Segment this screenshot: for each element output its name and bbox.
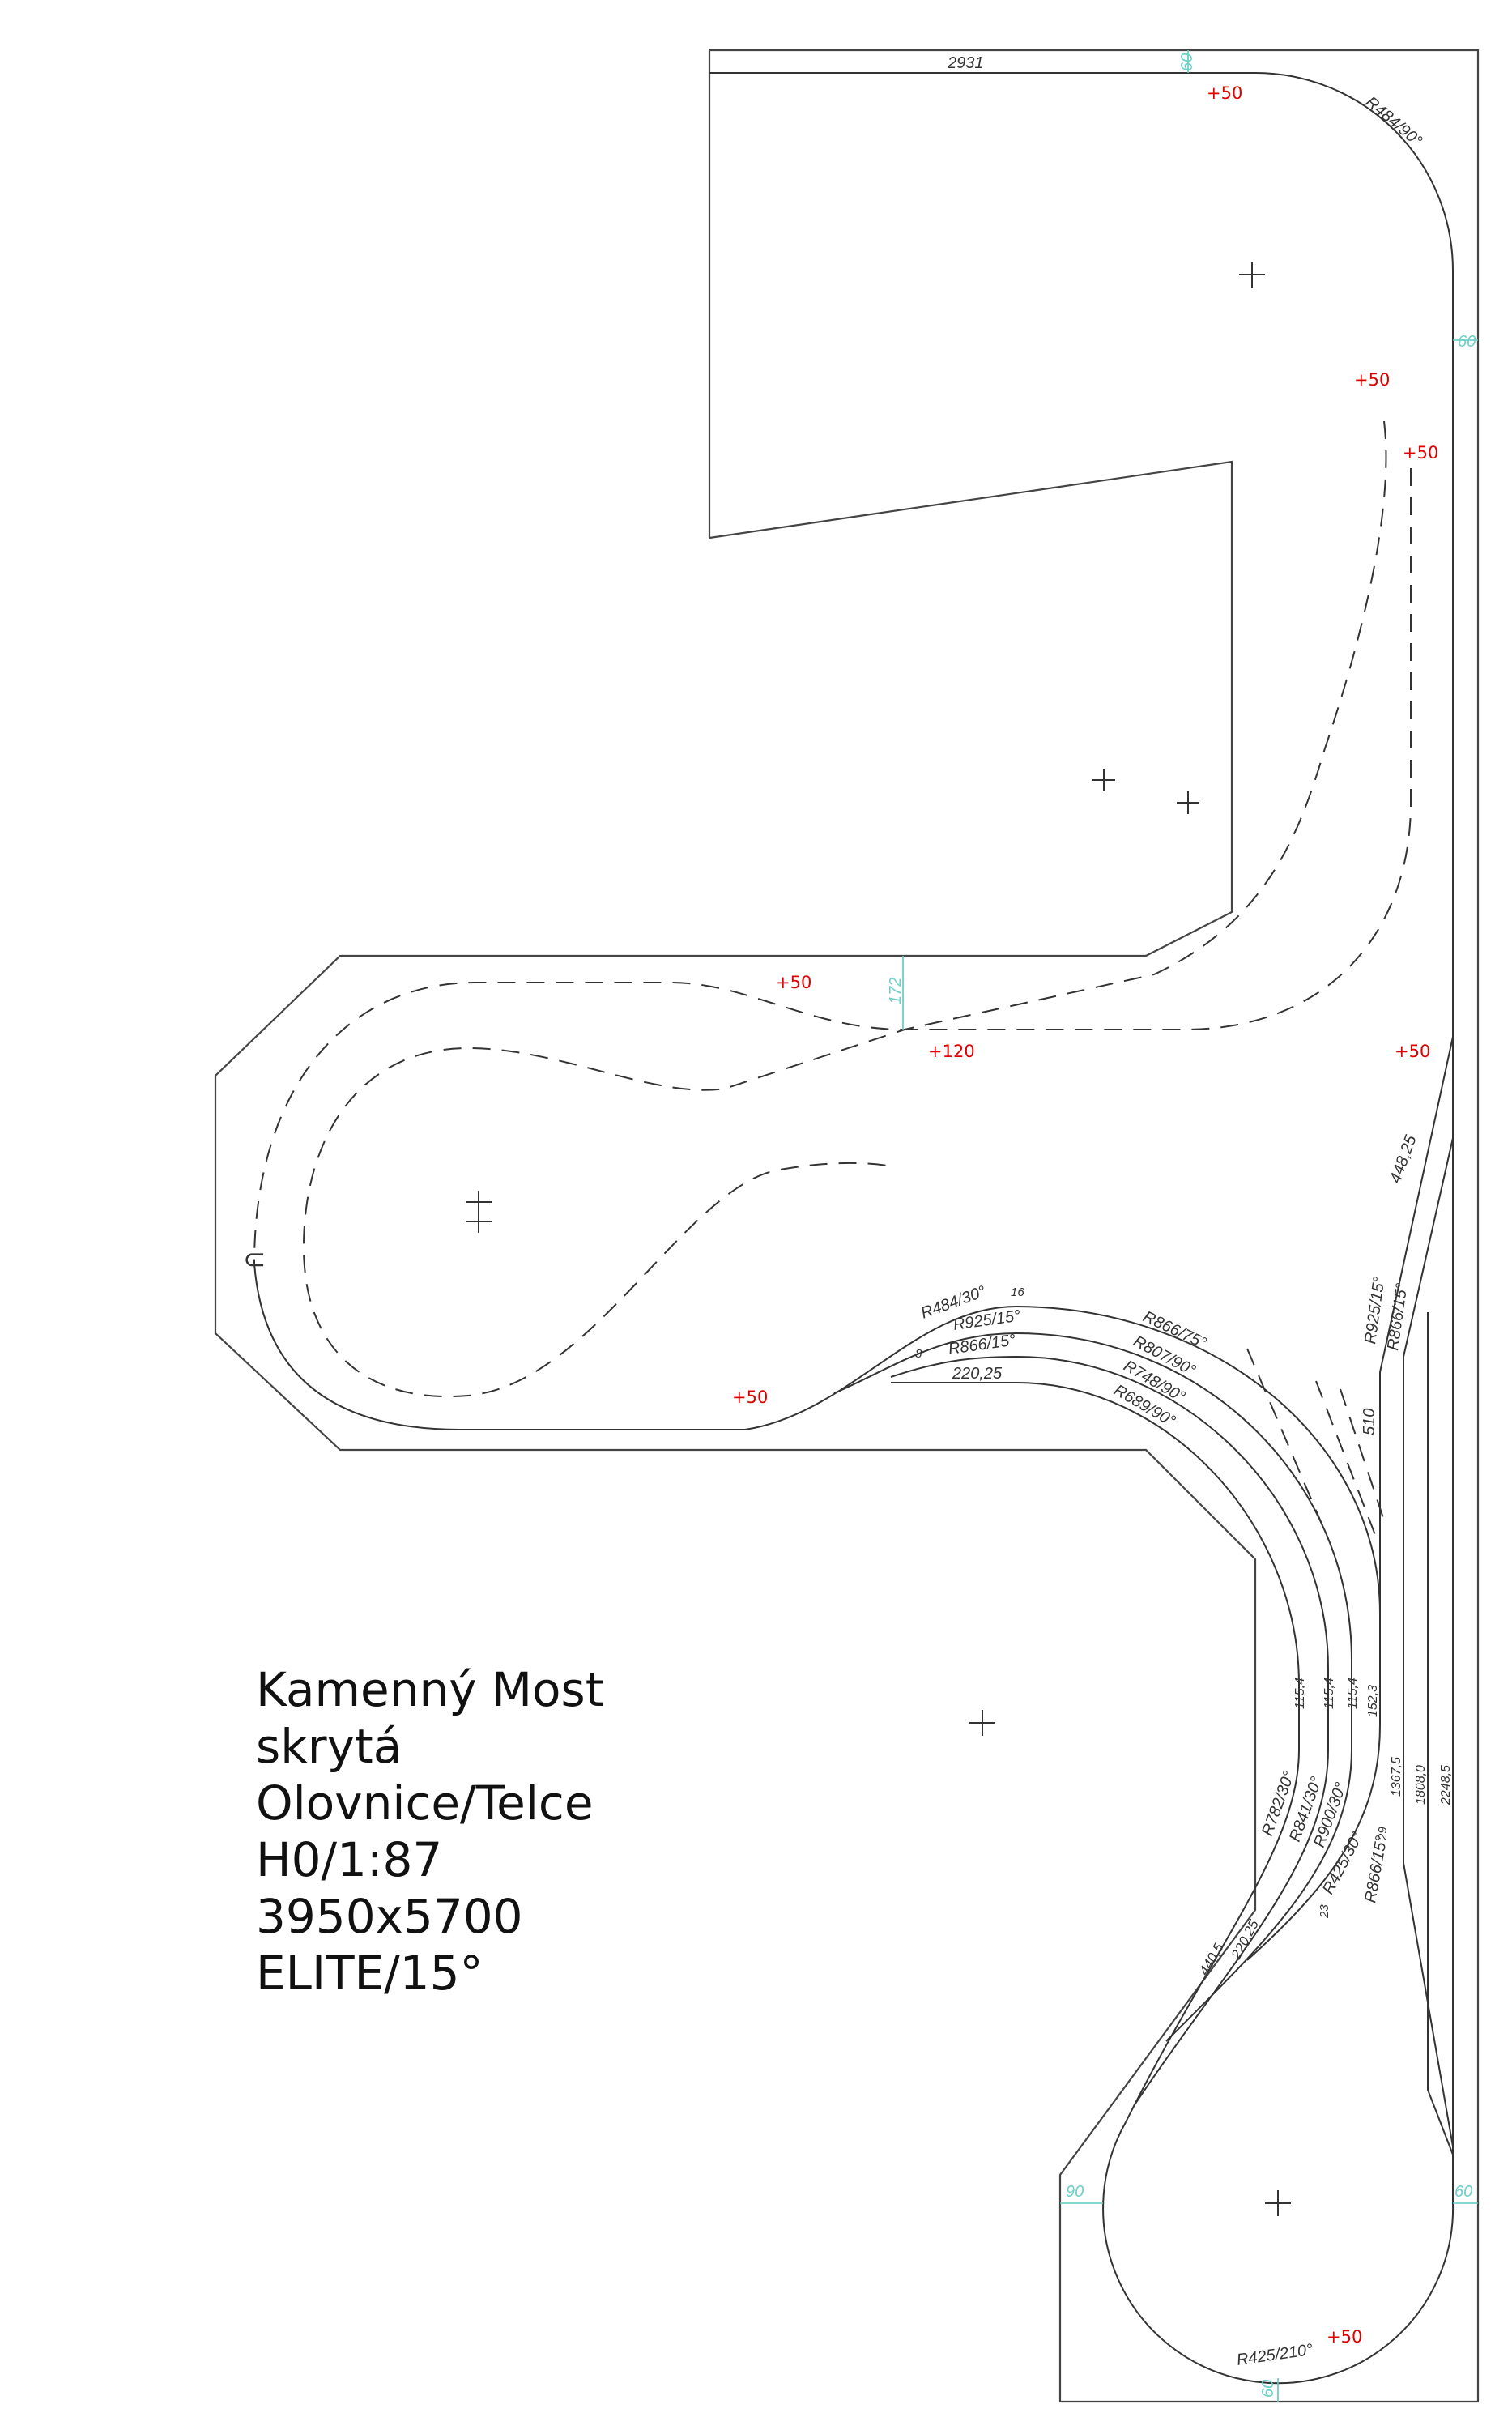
dimension-lines: 60 60 172 90 60 60 xyxy=(887,50,1478,2402)
track-label: 152,3 xyxy=(1366,1685,1380,1717)
track-label: R866/15° xyxy=(948,1332,1017,1358)
title-line: 3950x5700 xyxy=(256,1889,523,1944)
cross-icon xyxy=(1092,769,1115,791)
title-line: skrytá xyxy=(256,1719,402,1774)
elevation-label: +50 xyxy=(776,973,811,992)
dimension-label: 60 xyxy=(1259,2380,1277,2398)
board-outline xyxy=(214,49,1480,2403)
title-block: Kamenný Most skrytá Olovnice/Telce H0/1:… xyxy=(256,1662,604,2001)
elevation-label: +50 xyxy=(1354,370,1390,390)
track-label: R484/90° xyxy=(1362,93,1425,151)
track-label: 440,5 xyxy=(1196,1940,1227,1978)
elevation-label: +50 xyxy=(1327,2327,1362,2347)
dimension-label: 60 xyxy=(1178,53,1196,71)
tracks: ⊂ xyxy=(243,72,1455,2385)
title-line: ELITE/15° xyxy=(256,1946,483,2001)
track-label: 2931 xyxy=(947,54,984,72)
elevation-label: +50 xyxy=(1207,83,1242,103)
dimension-label: 172 xyxy=(887,978,905,1004)
title-line: Olovnice/Telce xyxy=(256,1776,594,1831)
track-label: 1367,5 xyxy=(1390,1757,1403,1797)
dimension-label: 60 xyxy=(1455,2183,1472,2201)
track-label: R925/15° xyxy=(1361,1276,1388,1345)
track-label: 115,4 xyxy=(1346,1678,1360,1709)
cross-icon xyxy=(1177,791,1199,814)
cross-icon xyxy=(466,1191,492,1233)
track-label: 23 xyxy=(1318,1904,1331,1919)
elevation-label: +50 xyxy=(1395,1042,1430,1061)
track-label: 220,25 xyxy=(952,1365,1003,1383)
track-label: R425/210° xyxy=(1236,2341,1314,2369)
track-label: 115,4 xyxy=(1293,1678,1307,1709)
dimension-label: 90 xyxy=(1066,2183,1084,2201)
elevation-labels: +50 +50 +50 +50 +120 +50 +50 +50 xyxy=(732,83,1438,2347)
title-line: Kamenný Most xyxy=(256,1662,604,1717)
track-label: 29 xyxy=(1376,1827,1390,1841)
track-label: 115,4 xyxy=(1322,1678,1336,1709)
cross-icon xyxy=(1265,2190,1291,2216)
cross-icon xyxy=(1239,262,1265,288)
track-label: R866/15° xyxy=(1361,1835,1391,1904)
track-label: 8 xyxy=(915,1347,922,1361)
title-line: H0/1:87 xyxy=(256,1832,442,1887)
cross-icon xyxy=(969,1710,995,1736)
track-label: R925/15° xyxy=(952,1307,1022,1334)
elevation-label: +50 xyxy=(1403,443,1438,463)
elevation-label: +50 xyxy=(732,1388,768,1407)
track-labels: 2931 R484/90° R484/30° 16 R925/15° 8 R86… xyxy=(915,54,1453,2369)
track-label: 510 xyxy=(1361,1409,1378,1435)
track-label: 1808,0 xyxy=(1414,1765,1428,1805)
track-label: 448,25 xyxy=(1386,1132,1420,1186)
elevation-label: +120 xyxy=(928,1042,975,1061)
centre-marks xyxy=(466,262,1291,2216)
track-label: 16 xyxy=(1011,1285,1024,1299)
hidden-tracks xyxy=(253,420,1412,1540)
dimension-label: 60 xyxy=(1458,333,1476,351)
track-label: 2248,5 xyxy=(1439,1765,1453,1805)
